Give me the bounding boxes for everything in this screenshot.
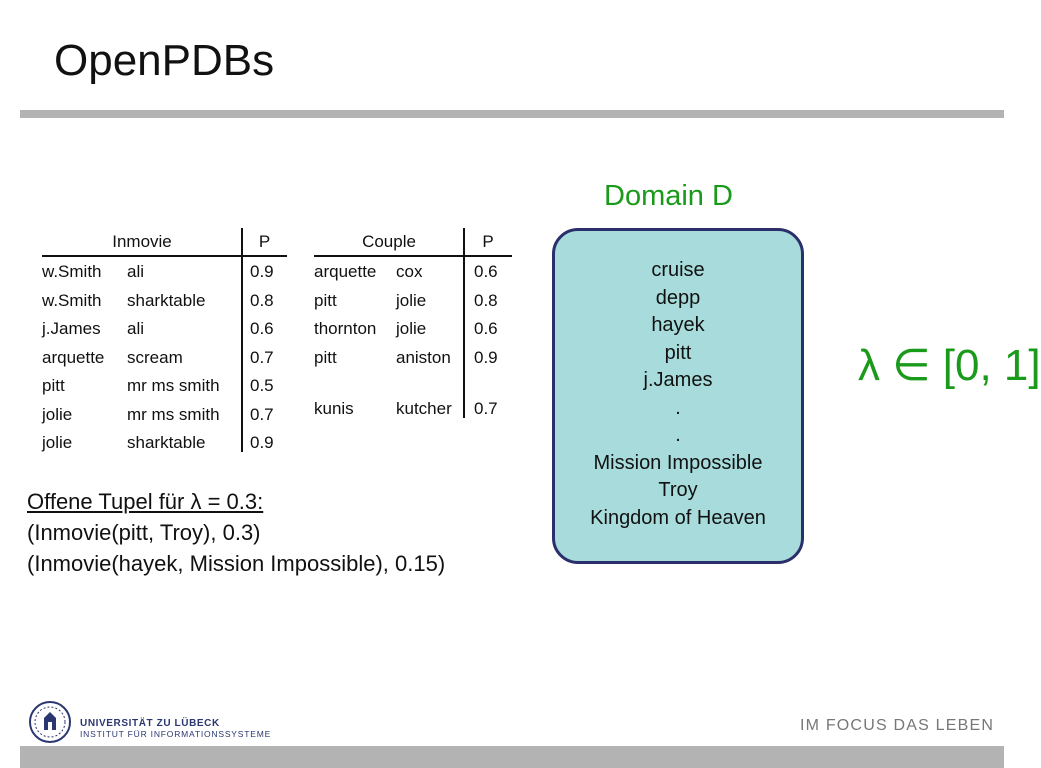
domain-box: cruise depp hayek pitt j.James . . Missi… [552,228,804,564]
inmovie-column-divider [241,228,243,452]
table-cell: 0.6 [474,262,498,281]
domain-list: cruise depp hayek pitt j.James . . Missi… [555,257,801,532]
table-cell: w.Smith [42,290,102,310]
table-cell: pitt [314,290,337,310]
table-cell: 0.7 [250,404,274,424]
domain-item: pitt [664,341,692,364]
domain-title: Domain D [604,180,733,212]
couple-table: Couple P arquette cox 0.6 pitt jolie 0.8 thorn… [314,228,512,422]
university-seal-icon [28,700,72,749]
slide-title: OpenPDBs [54,36,275,85]
table-cell: j.James [42,319,101,338]
domain-item: Troy [658,479,698,501]
table-cell: kutcher [396,398,452,418]
table-cell: mr ms smith [127,404,220,424]
table-cell: sharktable [127,433,206,452]
open-tuple-line: (Inmovie(pitt, Troy), 0.3) [27,520,261,545]
title-divider [20,110,1004,118]
table-cell: 0.8 [250,290,274,310]
table-cell: kunis [314,398,354,418]
table-cell: aniston [396,347,451,367]
table-cell: 0.9 [474,347,498,367]
domain-item: . [675,424,681,446]
domain-item: hayek [651,314,705,336]
inmovie-header: Inmovie [112,232,172,251]
table-cell: 0.9 [250,262,274,281]
table-cell: ali [127,262,145,281]
table-cell: jolie [42,433,73,452]
footer-slogan: IM FOCUS DAS LEBEN [800,717,995,734]
table-cell: scream [127,347,183,367]
inmovie-header-rule [42,255,287,257]
domain-item: j.James [643,369,713,391]
table-cell: w.Smith [42,262,102,281]
institute-name: INSTITUT FÜR INFORMATIONSSYSTEME [80,729,272,739]
domain-item: cruise [651,259,705,281]
table-cell: 0.8 [474,290,498,310]
open-tuples-block: Offene Tupel für λ = 0.3: (Inmovie(pitt,… [27,486,467,579]
university-name: UNIVERSITÄT ZU LÜBECK [80,718,220,729]
table-cell: jolie [396,290,427,310]
table-cell: mr ms smith [127,376,220,395]
couple-p-header: P [482,232,494,251]
couple-header-rule [314,255,512,257]
domain-item: . [675,396,681,419]
table-cell: ali [127,319,145,338]
table-cell: jolie [396,319,427,338]
table-cell: 0.9 [250,433,274,452]
domain-item: depp [655,286,701,309]
open-tuple-line: (Inmovie(hayek, Mission Impossible), 0.1… [27,551,446,576]
table-cell: arquette [42,347,105,367]
couple-header: Couple [362,232,416,251]
table-cell: 0.5 [250,376,274,395]
table-cell: 0.6 [474,319,498,338]
domain-item: Mission Impossible [593,451,763,474]
inmovie-table: Inmovie P w.Smith ali 0.9 w.Smith sharktable… [42,228,287,458]
table-cell: thornton [314,319,377,338]
inmovie-p-header: P [258,232,271,251]
table-cell: arquette [314,262,377,281]
table-cell: 0.7 [474,398,498,418]
table-cell: pitt [314,347,337,367]
table-cell: cox [396,262,423,281]
table-cell: sharktable [127,290,206,310]
couple-column-divider [463,228,465,418]
lambda-range-label: λ ∈ [0, 1] [858,341,1041,390]
table-cell: pitt [42,376,65,395]
table-cell: 0.6 [250,319,274,338]
table-cell: jolie [42,404,73,424]
footer-divider [20,746,1004,768]
domain-item: Kingdom of Heaven [590,506,766,529]
open-tuples-heading: Offene Tupel für λ = 0.3: [27,489,264,514]
table-cell: 0.7 [250,347,274,367]
